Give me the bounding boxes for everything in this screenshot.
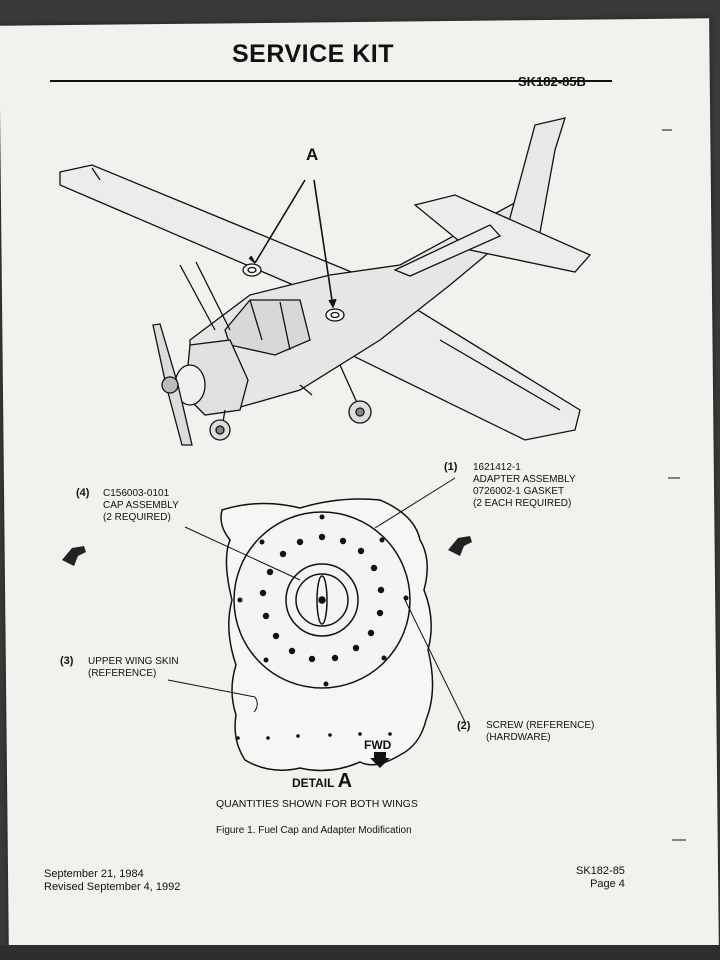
footer-page-info: SK182-85 Page 4 xyxy=(576,865,625,891)
part3-line2: (REFERENCE) xyxy=(88,668,157,679)
part1-line1: 1621412-1 xyxy=(473,462,521,473)
part1-label: 1621412-1 ADAPTER ASSEMBLY 0726002-1 GAS… xyxy=(473,462,576,510)
page-title: SERVICE KIT xyxy=(232,40,395,68)
pointer-hand-icon-right xyxy=(448,536,472,556)
doc-number: SK182-85B xyxy=(518,74,586,89)
adapter-screws xyxy=(236,514,409,740)
part3-label: UPPER WING SKIN (REFERENCE) xyxy=(88,656,179,680)
part4-line3: (2 REQUIRED) xyxy=(103,512,171,523)
footer-page-number: Page 4 xyxy=(590,878,625,890)
footer-date: September 21, 1984 xyxy=(44,868,144,880)
title-rule xyxy=(50,80,612,82)
part3-line1: UPPER WING SKIN xyxy=(88,656,179,667)
fwd-arrow-icon xyxy=(370,758,390,768)
part4-line1: C156003-0101 xyxy=(103,488,170,499)
detail-title: DETAIL A xyxy=(292,770,352,793)
footer-revised: Revised September 4, 1992 xyxy=(44,881,181,893)
part1-number: (1) xyxy=(444,461,458,473)
footer-doc-ref: SK182-85 xyxy=(576,865,625,877)
part3-number: (3) xyxy=(60,655,74,667)
part4-line2: CAP ASSEMBLY xyxy=(103,500,179,511)
part2-line2: (HARDWARE) xyxy=(486,732,551,743)
callout-a-label: A xyxy=(306,145,319,164)
part2-number: (2) xyxy=(457,720,471,732)
part2-line1: SCREW (REFERENCE) xyxy=(486,720,595,731)
pointer-hand-icon xyxy=(62,546,86,566)
detail-letter: A xyxy=(337,770,353,792)
table-shadow xyxy=(0,945,720,960)
part1-line2: ADAPTER ASSEMBLY xyxy=(473,474,576,485)
detail-prefix: DETAIL xyxy=(292,776,335,790)
figure-caption: Figure 1. Fuel Cap and Adapter Modificat… xyxy=(216,825,412,836)
footer-dates: September 21, 1984 Revised September 4, … xyxy=(44,868,180,894)
part2-label: SCREW (REFERENCE) (HARDWARE) xyxy=(486,720,594,744)
fwd-label: FWD xyxy=(364,738,392,752)
part4-number: (4) xyxy=(76,487,90,499)
part4-label: C156003-0101 CAP ASSEMBLY (2 REQUIRED) xyxy=(103,488,179,524)
part1-line3: 0726002-1 GASKET xyxy=(473,486,565,497)
part1-line4: (2 EACH REQUIRED) xyxy=(473,498,572,509)
quantities-note: QUANTITIES SHOWN FOR BOTH WINGS xyxy=(216,798,418,810)
